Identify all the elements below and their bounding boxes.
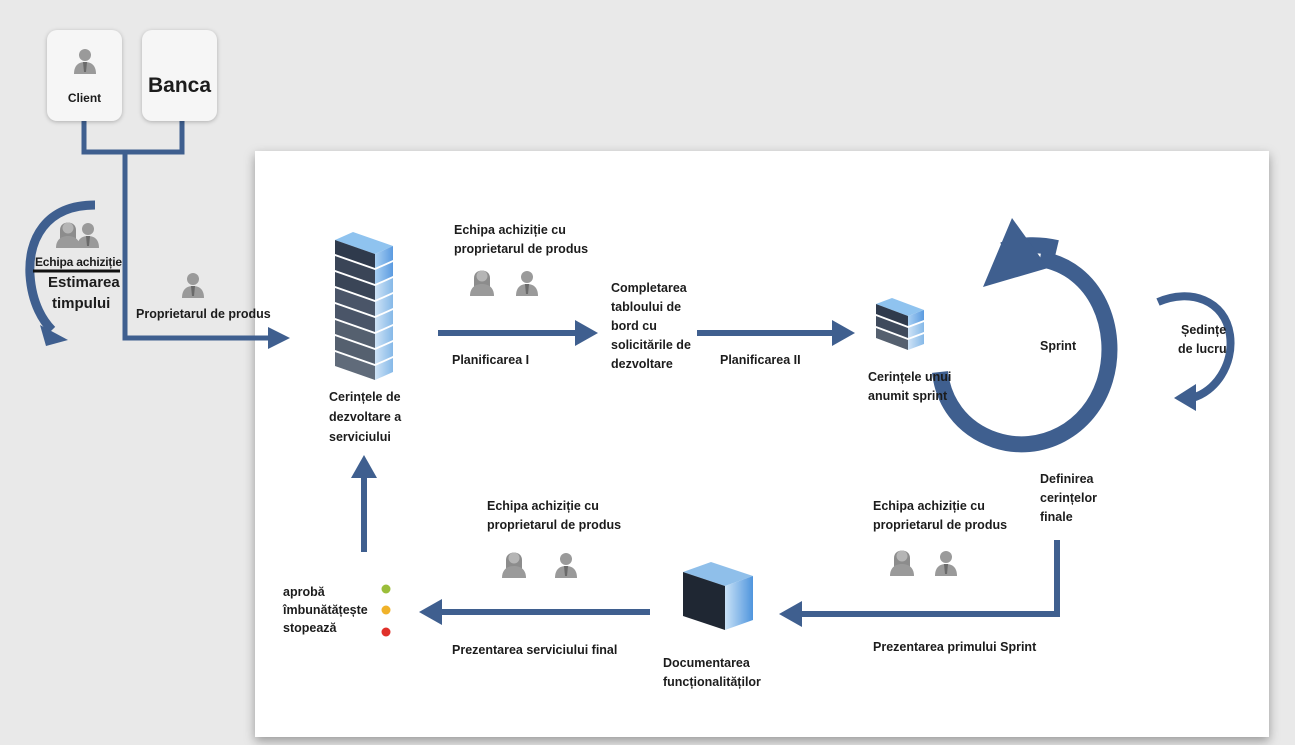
arrow-up-head [351,455,377,478]
approve-label: aprobă [283,585,325,599]
team-po-2-line2: proprietarul de produs [487,518,622,532]
team-po-1-line2: proprietarul de produs [454,242,589,256]
dashboard-line1: Completarea [611,281,687,295]
team-po-3-line1: Echipa achiziție cu [873,499,985,513]
first-sprint-label: Prezentarea primului Sprint [873,640,1037,654]
dashboard-line5: dezvoltare [611,357,673,371]
sprint-stack-icon [876,298,924,350]
team-icon-planning [470,270,494,296]
final-req-line1: Definirea [1040,472,1094,486]
estimate-line2: timpului [52,295,111,312]
server-stack-icon [335,232,393,380]
bank-card: Banca [142,30,217,121]
final-service-label: Prezentarea serviciului final [452,643,618,657]
team-icon-estimation [56,222,99,248]
sprint-cycle-arrowhead [983,218,1048,287]
planning-1-label: Planificarea I [452,353,530,367]
requirements-dev-line3: serviciului [329,430,391,444]
requirements-dev-line2: dezvoltare a [329,410,402,424]
estimate-line1: Estimarea [48,274,120,291]
team-label: Echipa achiziție [35,255,122,269]
improve-label: îmbunătățește [283,603,368,617]
final-req-line3: finale [1040,510,1073,524]
user-icon [74,49,96,74]
diagram-panel [255,151,1269,737]
meetings-line1: Ședințe [1181,323,1227,337]
final-req-line2: cerințelor [1040,491,1097,505]
arrow-planning-1-head [575,320,598,346]
user-icon-first-sprint [935,551,957,576]
dot-stop [381,627,391,637]
dashboard-line2: tabloului de [611,300,682,314]
team-po-3-line2: proprietarul de produs [873,518,1008,532]
team-po-2-line1: Echipa achiziție cu [487,499,599,513]
arrow-first-sprint-head [779,601,802,627]
team-icon-final-service [502,552,526,578]
team-po-1-line1: Echipa achiziție cu [454,223,566,237]
dot-improve [381,605,391,615]
client-card: Client [47,30,122,121]
user-icon-planning [516,271,538,296]
cube-icon [683,562,753,630]
arrow-planning-2-head [832,320,855,346]
meetings-loop-arc [1156,292,1235,402]
stop-label: stopează [283,621,337,635]
sprint-req-line1: Cerințele unui [868,370,952,384]
documentation-line1: Documentarea [663,656,750,670]
team-icon-first-sprint [890,550,914,576]
top-connector [81,120,272,341]
product-owner-label: Proprietarul de produs [136,307,271,321]
sprint-label: Sprint [1040,339,1077,353]
requirements-dev-line1: Cerințele de [329,390,401,404]
bank-label: Banca [147,74,212,97]
meetings-loop-arrowhead [1174,384,1196,411]
client-label: Client [67,91,102,105]
arrow-to-requirements-head [268,327,290,349]
arrow-final-requirements [800,540,1060,617]
sprint-cycle-arc [932,251,1118,453]
user-icon-final-service [555,553,577,578]
meetings-line2: de lucru [1178,342,1227,356]
estimation-loop-arc [25,200,96,334]
estimation-loop-arrowhead [40,325,68,346]
dot-approve [381,584,391,594]
planning-2-label: Planificarea II [720,353,801,367]
arrow-final-service-head [419,599,442,625]
sprint-req-line2: anumit sprint [868,389,948,403]
documentation-line2: funcționalităților [663,675,761,689]
dashboard-line3: bord cu [611,319,657,333]
user-icon-product-owner [182,273,204,298]
dashboard-line4: solicitările de [611,338,691,352]
